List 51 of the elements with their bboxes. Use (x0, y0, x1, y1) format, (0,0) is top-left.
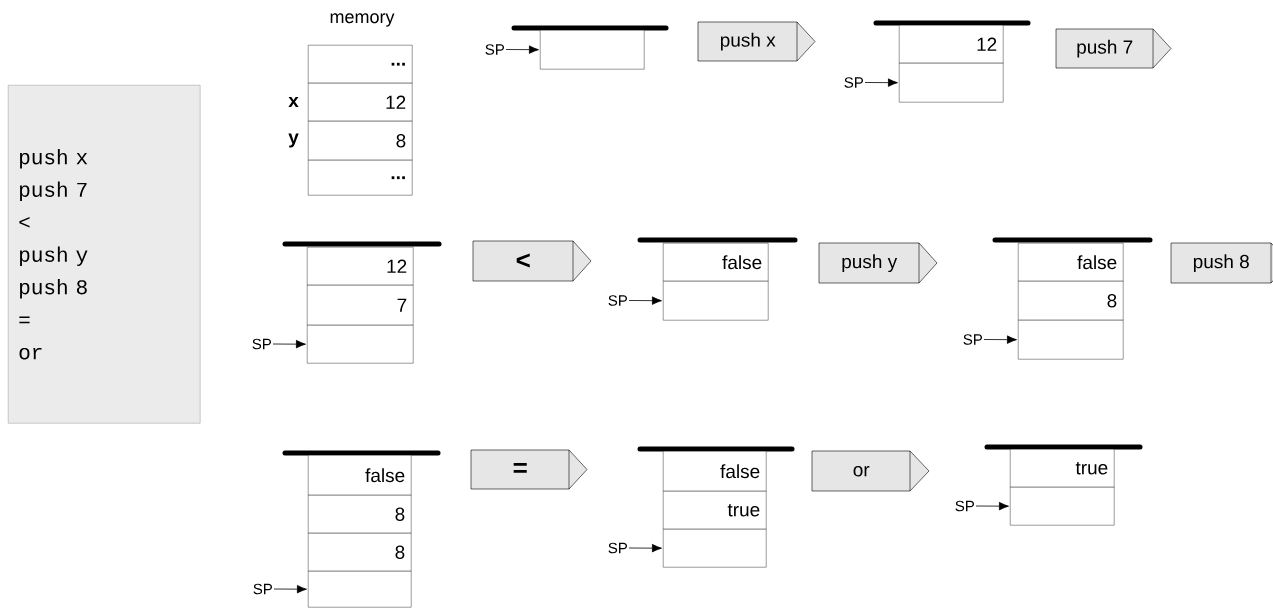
instruction-box: push 8 (1170, 242, 1273, 284)
stack-cell: 12 (899, 25, 1004, 64)
pointer-arrow (505, 45, 539, 54)
memory-cell: 12 (308, 83, 413, 122)
instruction-box: or (811, 450, 930, 492)
pointer-label: SP (844, 77, 863, 88)
stack-cell: 12 (307, 247, 414, 286)
stack-cell: 8 (1018, 281, 1124, 321)
stack-cell (1018, 320, 1124, 360)
memory-cell: ... (308, 45, 413, 84)
instruction-box: push x (697, 21, 816, 62)
instruction-box: = (470, 449, 588, 490)
stack-cell: 7 (307, 285, 414, 326)
stack-cell (540, 30, 645, 70)
stack-cell (307, 325, 414, 364)
stack-cell: true (663, 491, 767, 530)
pointer-label: SP (963, 334, 982, 345)
code-listing-box: push x push 7 < push y push 8 = or (8, 85, 201, 424)
stack-cell (899, 63, 1004, 103)
pointer-label: SP (608, 295, 627, 306)
memory-cell: 8 (308, 121, 413, 161)
pointer-label: SP (252, 338, 271, 350)
memory-cell: ... (308, 160, 413, 196)
pointer-label: SP (485, 44, 504, 55)
stack-cell: false (1018, 243, 1124, 282)
pointer-arrow (975, 501, 1009, 511)
variable-label: x (288, 97, 299, 107)
stack-cell: false (663, 451, 767, 492)
instruction-box: push 7 (1055, 28, 1172, 69)
pointer-arrow (864, 78, 898, 87)
stack-cell (663, 529, 767, 568)
pointer-arrow (272, 339, 306, 349)
stack-cell: 8 (308, 495, 412, 534)
pointer-label: SP (608, 542, 627, 554)
instruction-box: < (472, 240, 592, 282)
memory-heading: memory (330, 13, 395, 27)
stack-cell (1010, 487, 1115, 526)
stack-cell: true (1010, 449, 1115, 488)
stack-cell: false (308, 455, 412, 496)
stack-cell: false (663, 243, 769, 282)
pointer-arrow (628, 543, 662, 553)
stack-cell (308, 571, 412, 608)
pointer-arrow (628, 296, 662, 305)
variable-label: y (288, 133, 299, 148)
pointer-arrow (273, 585, 307, 594)
pointer-label: SP (253, 583, 272, 595)
pointer-arrow (983, 335, 1017, 344)
stack-cell: 8 (308, 533, 412, 572)
pointer-label: SP (955, 500, 974, 512)
stack-cell (663, 281, 769, 321)
instruction-box: push y (818, 242, 938, 284)
